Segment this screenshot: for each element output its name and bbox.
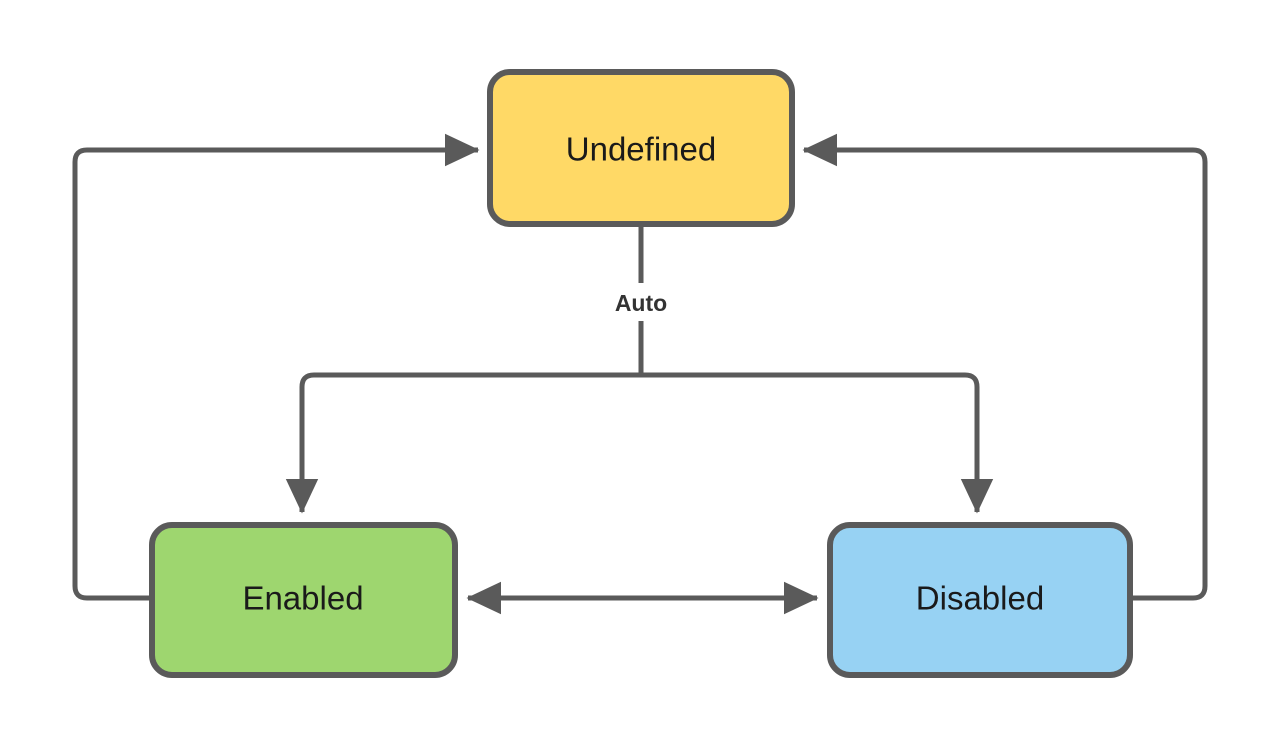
node-disabled[interactable]: Disabled [827,522,1133,678]
node-undefined[interactable]: Undefined [487,69,795,227]
node-undefined-shape[interactable] [487,69,795,227]
edge-auto-to-enabled[interactable] [285,372,641,514]
edge-enabled-to-undefined[interactable] [72,133,480,601]
node-enabled[interactable]: Enabled [149,522,458,678]
edge-auto-to-disabled[interactable] [641,372,994,514]
node-enabled-shape[interactable] [149,522,458,678]
auto-label-backing [593,283,689,321]
node-disabled-shape[interactable] [827,522,1133,678]
edge-disabled-to-undefined[interactable] [802,133,1208,601]
